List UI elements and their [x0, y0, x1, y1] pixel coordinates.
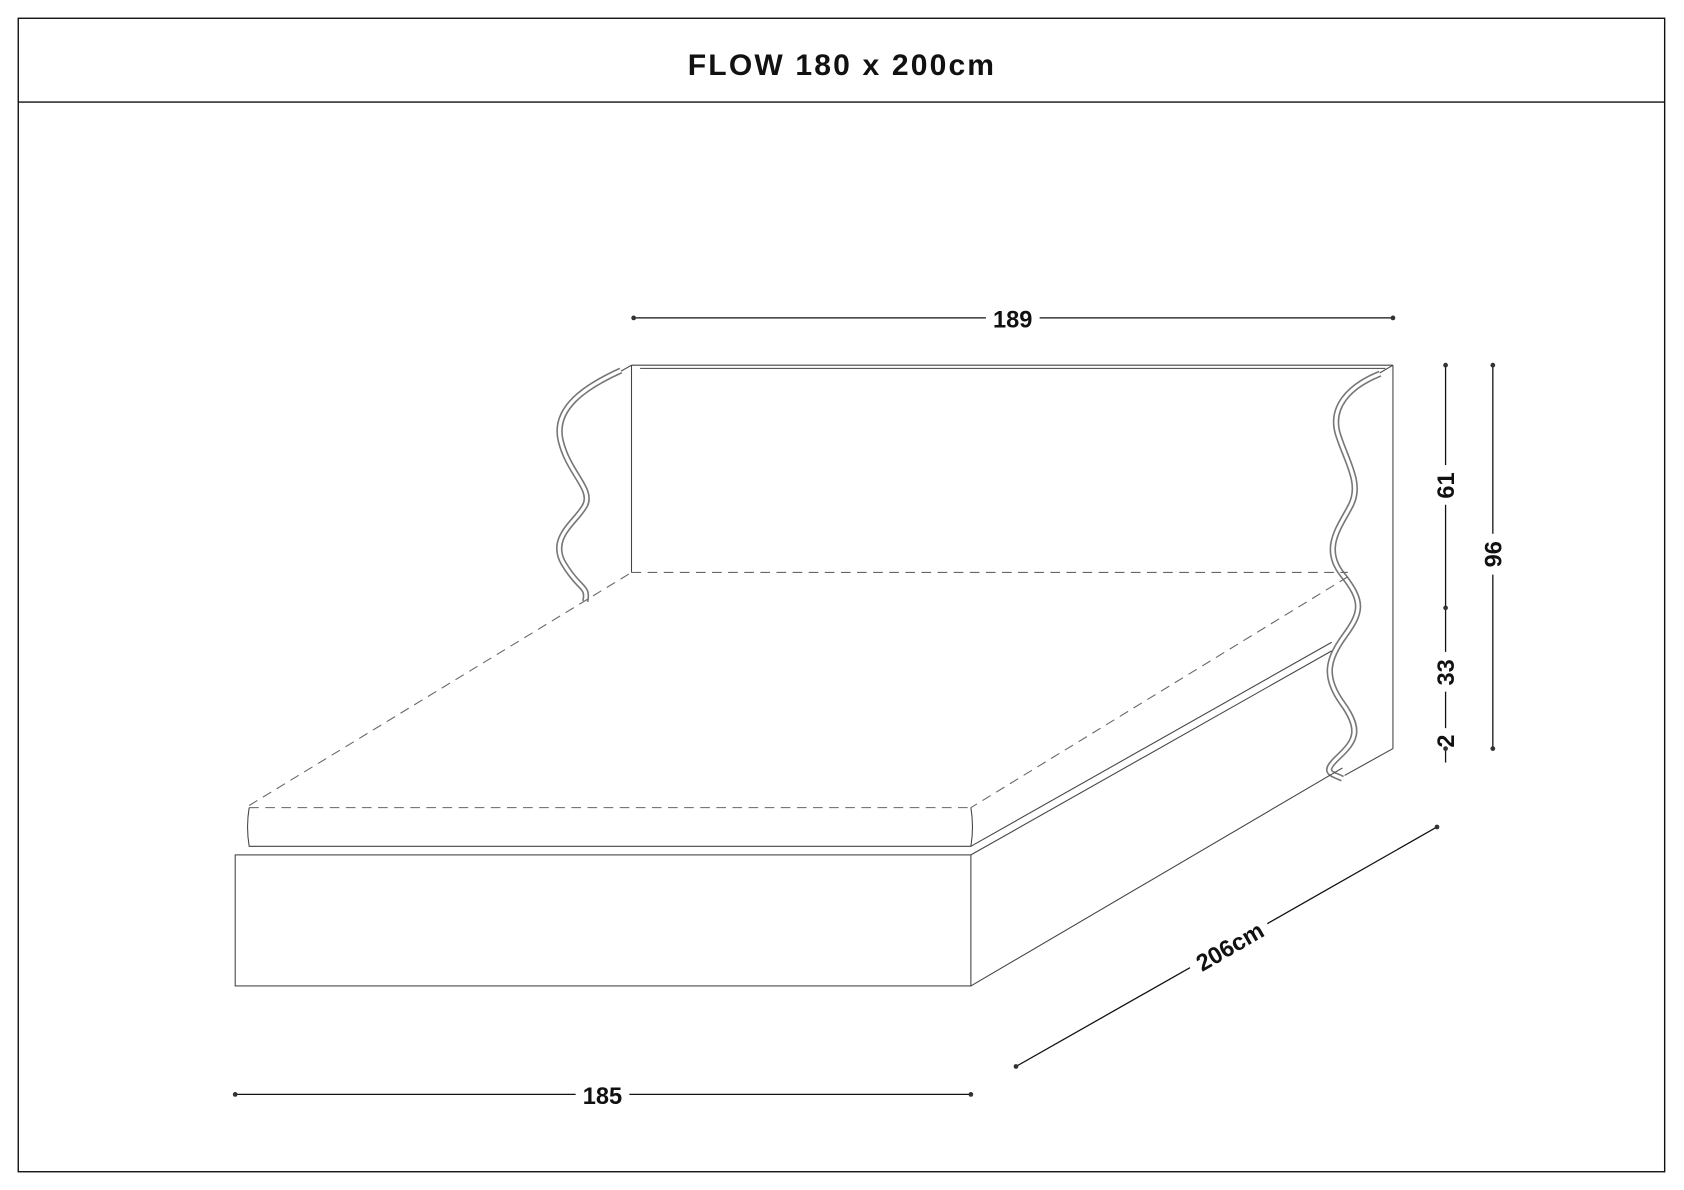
dimension-heights: 61 33 2 96 — [1434, 362, 1507, 763]
svg-text:33: 33 — [1434, 659, 1460, 685]
svg-text:185: 185 — [583, 1084, 622, 1110]
bed-base — [234, 767, 1343, 987]
left-wave-side — [555, 367, 623, 603]
headboard — [601, 364, 1394, 776]
title: FLOW 180 x 200cm — [688, 49, 996, 82]
outer-frame — [17, 17, 1666, 1173]
dimension-base-width: 185 — [232, 1084, 974, 1110]
svg-text:206cm: 206cm — [1192, 918, 1269, 977]
mattress — [247, 571, 1349, 856]
right-wave-side — [1326, 370, 1382, 782]
dimension-length: 206cm — [1013, 824, 1440, 1069]
dimension-headboard-width: 189 — [631, 308, 1396, 334]
svg-text:96: 96 — [1481, 541, 1507, 567]
svg-text:2: 2 — [1434, 734, 1460, 747]
svg-text:61: 61 — [1434, 472, 1460, 498]
svg-text:189: 189 — [993, 308, 1032, 334]
